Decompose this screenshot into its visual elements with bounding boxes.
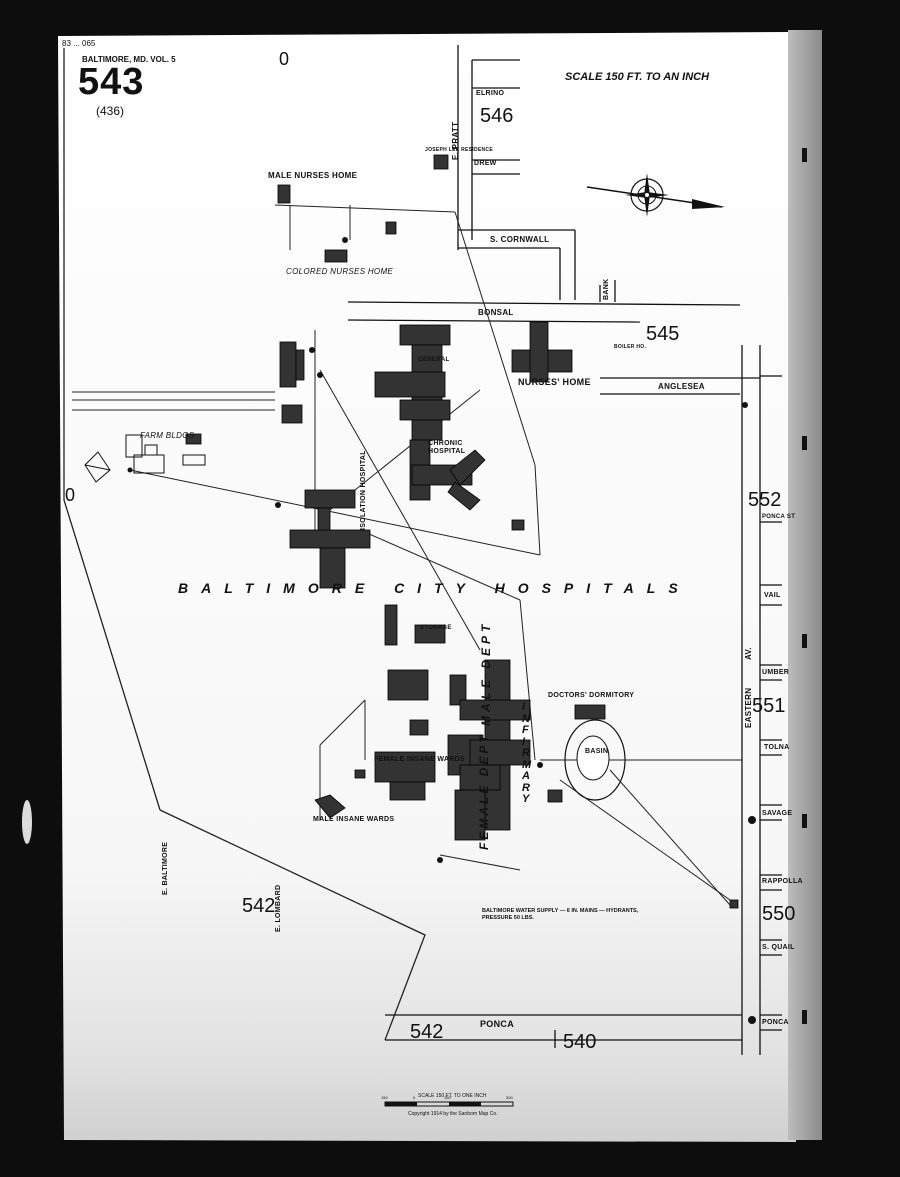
label-basin: BASIN — [585, 748, 609, 755]
volume-label: BALTIMORE, MD. VOL. 5 — [82, 55, 176, 64]
sheet-sub-number: (436) — [96, 104, 125, 118]
label-chronic-hospital: CHRONIC HOSPITAL — [428, 440, 466, 455]
street-tolna: TOLNA — [764, 744, 790, 751]
street-grid-north — [347, 45, 760, 395]
street-s-cornwall: S. CORNWALL — [490, 235, 550, 244]
sheet-ref-542-left: 542 — [242, 895, 276, 917]
street-eastern: EASTERN — [744, 687, 753, 728]
label-male-dept: MALE DEPT — [479, 620, 493, 726]
sheet-ref-542-bottom: 542 — [410, 1021, 444, 1043]
scale-tick-1: 0 — [413, 1095, 416, 1100]
street-e-baltimore: E. BALTIMORE — [162, 841, 169, 895]
basin — [564, 719, 626, 801]
top-zero: 0 — [279, 49, 290, 69]
label-colored-nurses-home: COLORED NURSES HOME — [286, 267, 394, 276]
water-supply-note: BALTIMORE WATER SUPPLY — 6 IN. MAINS — H… — [482, 908, 639, 922]
street-ponca-bottom: PONCA — [480, 1019, 515, 1029]
copyright-note: Copyright 1914 by the Sanborn Map Co. — [408, 1111, 498, 1117]
label-infirmary: INFIRMARY — [522, 701, 534, 806]
street-s-quail: S. QUAIL — [762, 944, 795, 951]
label-nurses-home: NURSES' HOME — [518, 377, 591, 387]
scale-tick-3: 300 — [506, 1095, 513, 1100]
sheet-ref-551: 551 — [752, 695, 786, 717]
street-e-pratt: E. PRATT — [451, 121, 460, 160]
sheet-ref-546: 546 — [480, 105, 514, 127]
scale-label: SCALE 150 FT. TO AN INCH — [565, 71, 710, 83]
label-boiler: BOILER HO. — [614, 344, 647, 350]
paper — [58, 32, 796, 1142]
sheet-number: 543 — [78, 61, 145, 103]
institution-title: BALTIMORE CITY HOSPITALS — [178, 580, 691, 596]
street-drew: DREW — [474, 160, 497, 167]
label-isolation-hospital: ISOLATION HOSPITAL — [360, 450, 367, 530]
label-general: GENERAL — [418, 357, 450, 363]
label-female-insane-wards: FEMALE INSANE WARDS — [374, 756, 465, 763]
label-female-dept: FEMALE DEPT — [477, 732, 491, 850]
farm-buildings — [84, 434, 206, 483]
street-bank: BANK — [603, 278, 610, 300]
label-male-insane-wards: MALE INSANE WARDS — [313, 816, 395, 823]
street-elrino: ELRINO — [476, 90, 505, 97]
left-zero: 0 — [65, 485, 76, 505]
sheet-ref-550: 550 — [762, 903, 796, 925]
sheet-ref-540: 540 — [563, 1031, 597, 1053]
bottom-scale-label: SCALE 150 FT. TO ONE INCH — [418, 1093, 487, 1099]
compass-rose-icon — [586, 173, 725, 217]
street-e-lombard: E. LOMBARD — [275, 884, 282, 932]
sheet-ref-545: 545 — [646, 323, 680, 345]
scale-bar — [384, 1101, 514, 1107]
eastern-avenue — [741, 345, 782, 1055]
street-eastern-av: AV. — [744, 647, 753, 660]
binding-strip — [788, 30, 822, 1140]
sheet-fragment: 83 ... 065 — [62, 39, 96, 48]
street-anglesea: ANGLESEA — [658, 382, 705, 391]
buildings — [185, 154, 739, 909]
label-storage: STORAGE — [420, 625, 452, 631]
street-umber: UMBER — [762, 669, 790, 676]
scale-tick-0: 150 — [381, 1095, 388, 1100]
scale-tick-2: 150 — [444, 1095, 451, 1100]
street-bonsal: BONSAL — [478, 308, 514, 317]
label-joseph-lee: JOSEPH LEE RESIDENCE — [425, 147, 493, 153]
street-ponca-st: PONCA ST — [762, 514, 796, 520]
street-vail: VAIL — [764, 592, 781, 599]
street-savage: SAVAGE — [762, 810, 793, 817]
street-ponca-right: PONCA — [762, 1019, 789, 1026]
sheet-ref-552: 552 — [748, 489, 782, 511]
perimeter-lines — [72, 204, 742, 906]
street-rappolla: RAPPOLLA — [762, 878, 803, 885]
label-male-nurses-home: MALE NURSES HOME — [268, 171, 358, 180]
label-farm-bldgs: FARM BLDGS — [140, 431, 195, 440]
label-doctors-dormitory: DOCTORS' DORMITORY — [548, 692, 635, 699]
